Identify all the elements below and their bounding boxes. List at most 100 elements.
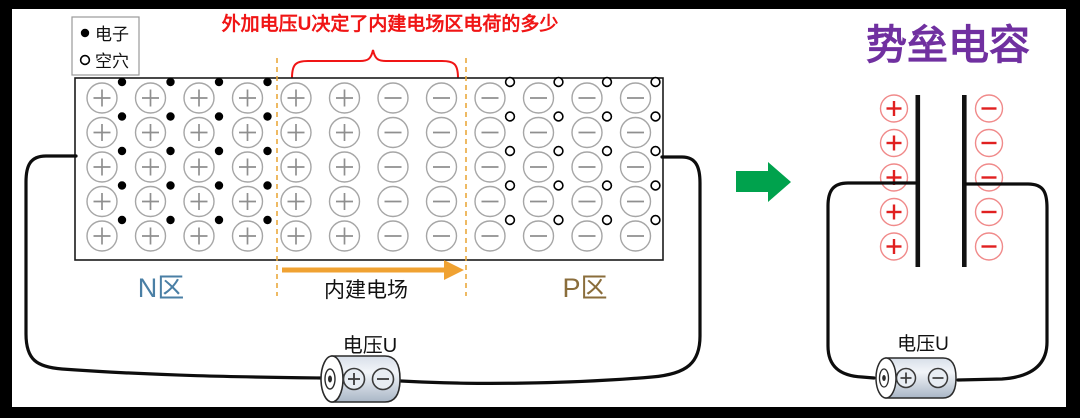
electron-dot-icon <box>214 181 224 190</box>
junction-ion <box>377 151 409 183</box>
junction-ion <box>134 146 175 183</box>
junction-ion <box>134 77 175 114</box>
electron-dot-icon <box>166 146 175 156</box>
junction-ion <box>474 145 516 183</box>
junction-ion <box>619 145 661 183</box>
legend: 电子 空穴 <box>71 16 140 76</box>
electron-dot-icon <box>166 215 175 225</box>
capacitor-charge <box>974 94 1004 123</box>
junction-ion <box>183 146 224 183</box>
hole-circle-icon <box>553 76 564 88</box>
electron-dot-icon <box>117 146 127 156</box>
junction-ion <box>328 220 361 252</box>
junction-ion <box>86 181 127 218</box>
electron-dot-icon <box>117 181 127 190</box>
junction-ion <box>280 82 312 114</box>
capacitor-plate-left <box>915 95 921 267</box>
junction-ion <box>619 214 661 252</box>
junction-ion <box>474 76 516 114</box>
hole-circle-icon <box>601 111 613 122</box>
hole-circle-icon <box>553 111 564 122</box>
legend-electron-label: 电子 <box>95 25 129 44</box>
hole-circle-icon <box>601 180 613 191</box>
capacitor-charge <box>879 197 909 227</box>
junction-ion <box>522 76 564 114</box>
electron-dot-icon <box>214 215 224 225</box>
hole-circle-icon <box>650 76 661 88</box>
hole-circle-icon <box>601 214 613 226</box>
built-in-field: 内建电场 <box>282 260 464 302</box>
junction-ion <box>522 111 564 149</box>
junction-ion <box>571 214 613 252</box>
capacitor-plate-right <box>962 95 967 267</box>
capacitor-charge <box>974 197 1004 227</box>
right-battery: 电压U <box>875 333 957 399</box>
junction-ion <box>328 185 361 218</box>
junction-ion <box>86 215 127 252</box>
hole-circle-icon <box>553 214 564 226</box>
hole-circle-icon <box>504 180 516 191</box>
hole-circle-icon <box>650 214 661 226</box>
brace-icon <box>291 49 459 79</box>
junction-ion <box>619 180 661 218</box>
junction-ion <box>280 151 312 183</box>
hole-circle-icon <box>504 214 516 226</box>
capacitor-charge <box>879 94 909 123</box>
junction-ion <box>474 111 516 149</box>
junction-ion <box>231 181 272 218</box>
junction-ion <box>231 112 272 149</box>
junction-ion <box>183 77 224 114</box>
hole-circle-icon <box>650 145 661 157</box>
junction-ion <box>280 185 312 218</box>
junction-ion <box>425 185 458 218</box>
left-battery-label: 电压U <box>343 334 397 357</box>
transition-arrow-icon <box>736 162 791 202</box>
electron-dot-icon <box>166 181 175 190</box>
capacitor-charge <box>879 232 909 261</box>
junction-ion <box>134 112 175 149</box>
electron-dot-icon <box>214 77 224 87</box>
electron-dot-icon <box>166 77 175 87</box>
capacitor-charge <box>974 163 1004 192</box>
capacitor-charge <box>974 128 1004 158</box>
junction-ion <box>183 181 224 218</box>
left-circuit-wire-right <box>399 155 702 385</box>
electron-dot-icon <box>117 112 127 121</box>
junction-ion <box>328 151 361 183</box>
junction-ion <box>231 215 272 252</box>
battery-nub-icon <box>328 375 332 383</box>
junction-ion <box>571 76 613 114</box>
junction-ion <box>86 146 127 183</box>
junction-rectangle <box>74 77 664 261</box>
hole-circle-icon <box>504 76 516 88</box>
junction-ion <box>571 111 613 149</box>
electron-dot-icon <box>214 146 224 156</box>
hole-circle-icon <box>601 76 613 88</box>
junction-ion <box>377 220 409 252</box>
ion-grid <box>86 76 661 252</box>
junction-ion <box>619 76 661 114</box>
electron-dot-icon <box>263 181 272 190</box>
right-circuit-wire-right <box>956 182 1049 382</box>
capacitor-charges <box>879 94 1004 261</box>
electron-dot-icon <box>263 215 272 225</box>
junction-ion <box>86 112 127 149</box>
n-region-label: N区 <box>138 273 185 303</box>
battery-nub-icon <box>882 375 886 381</box>
hole-circle-icon <box>650 111 661 122</box>
junction-ion <box>377 185 409 218</box>
junction-ion <box>231 146 272 183</box>
hole-circle-icon <box>650 180 661 191</box>
hole-circle-icon <box>553 145 564 157</box>
junction-ion <box>474 214 516 252</box>
right-battery-label: 电压U <box>897 333 949 355</box>
applied-voltage-annotation: 外加电压U决定了内建电场区电荷的多少 <box>222 12 559 35</box>
electron-dot-icon <box>214 112 224 121</box>
electron-dot-icon <box>263 112 272 121</box>
hole-circle-icon <box>601 145 613 157</box>
hole-circle-icon <box>553 180 564 191</box>
junction-ion <box>425 151 458 183</box>
junction-ion <box>522 145 564 183</box>
